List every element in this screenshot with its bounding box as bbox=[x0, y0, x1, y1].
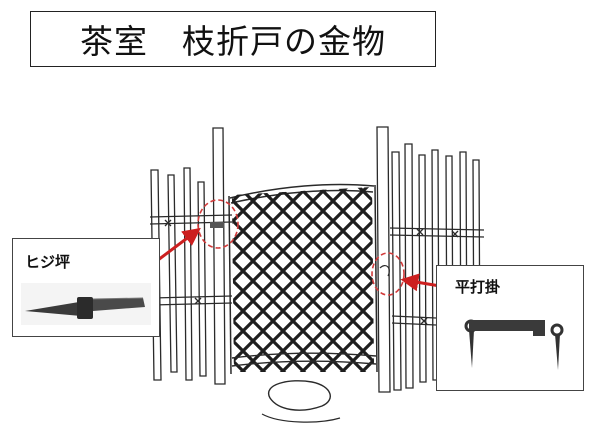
hinge-pointer-arrow bbox=[157, 227, 201, 262]
latch-callout-label: 平打掛 bbox=[455, 278, 501, 296]
gate-bottom-rail bbox=[231, 352, 377, 367]
lattice-slat bbox=[232, 187, 296, 372]
lattice-slat bbox=[232, 187, 316, 372]
lattice-slat bbox=[232, 187, 274, 372]
stepping-stone-outline bbox=[267, 380, 331, 411]
lattice-slat bbox=[232, 187, 276, 372]
lattice-slat bbox=[232, 187, 314, 372]
left-fence bbox=[149, 127, 233, 385]
lattice-slat bbox=[312, 187, 374, 372]
hinge-pin-icon bbox=[25, 297, 145, 319]
hinge-callout-label: ヒジ坪 bbox=[25, 253, 71, 271]
lattice-slat bbox=[232, 187, 334, 372]
lattice-slat bbox=[332, 187, 374, 372]
lattice-slat bbox=[290, 187, 374, 372]
latch-pointer-arrow bbox=[400, 273, 441, 292]
stepping-stone-edge bbox=[261, 413, 341, 423]
lattice-slat bbox=[330, 187, 374, 372]
lattice-slat bbox=[232, 187, 374, 372]
lattice-slat bbox=[232, 187, 374, 372]
lattice-slat bbox=[232, 187, 294, 372]
hinge-detail-mark bbox=[210, 222, 224, 228]
lattice-slat bbox=[232, 187, 374, 372]
lattice-slat bbox=[250, 187, 374, 372]
lattice-slat bbox=[310, 187, 374, 372]
hinge-callout: ヒジ坪 bbox=[12, 238, 160, 337]
flat-latch-hook-icon bbox=[464, 319, 564, 370]
flat-latch-photo bbox=[447, 310, 575, 382]
latch-detail-mark bbox=[379, 264, 390, 277]
lattice-slat bbox=[292, 187, 374, 372]
lattice-slat bbox=[232, 187, 356, 372]
lattice-slat bbox=[272, 187, 374, 372]
hinge-pin-photo bbox=[21, 283, 151, 325]
slide-title: 茶室 枝折戸の金物 bbox=[30, 11, 436, 67]
gate-lattice bbox=[232, 187, 374, 372]
lattice-slat bbox=[232, 187, 336, 372]
hinge-highlight-circle bbox=[197, 199, 239, 249]
latch-callout: 平打掛 bbox=[436, 265, 584, 391]
lattice-slat bbox=[232, 187, 374, 372]
